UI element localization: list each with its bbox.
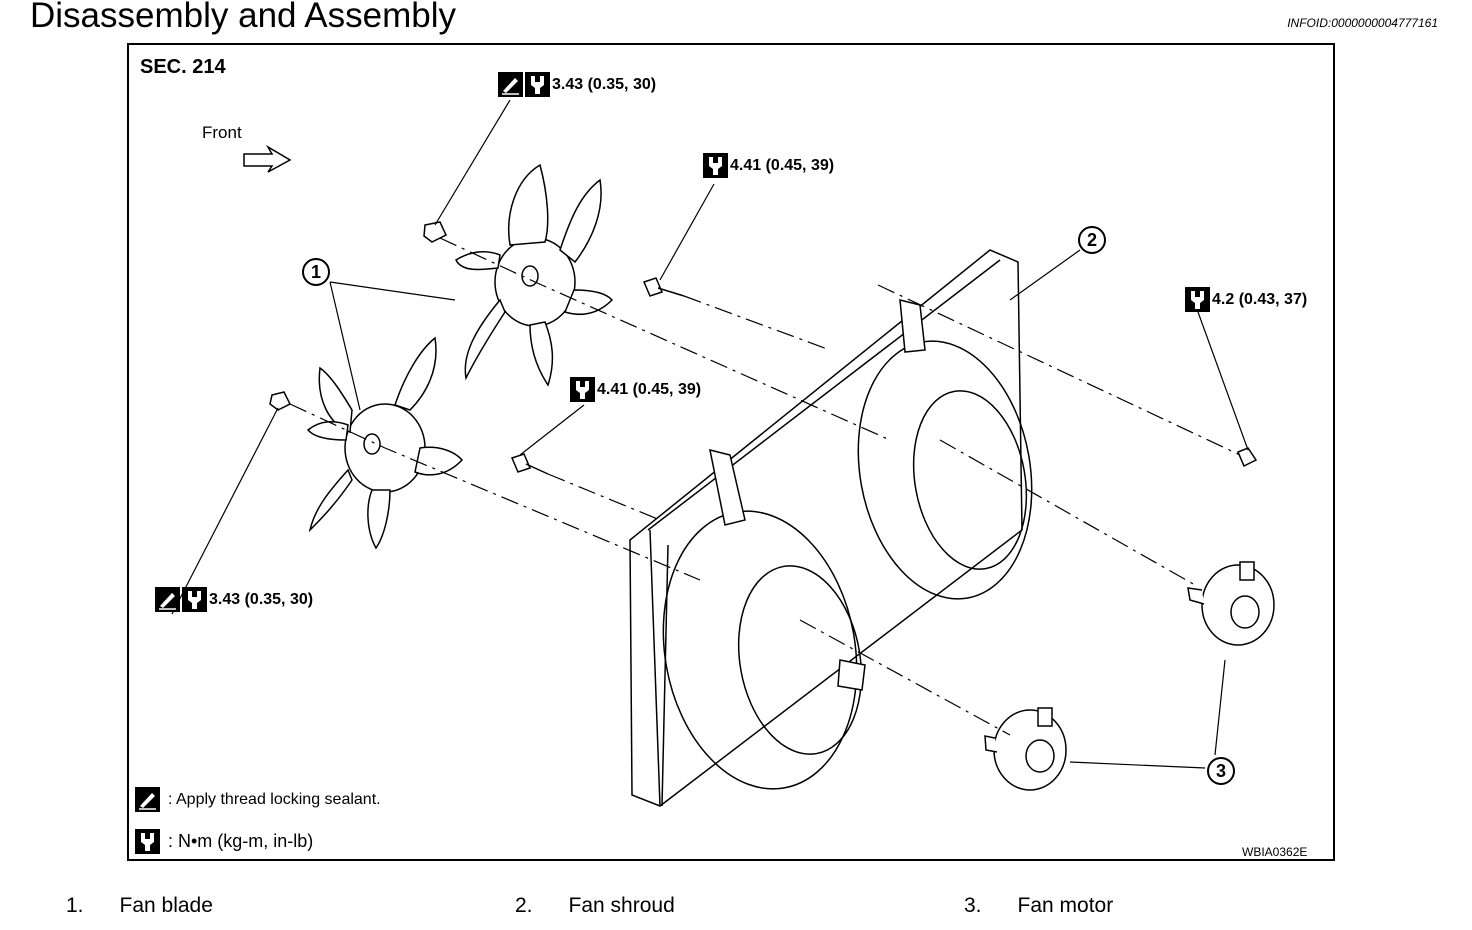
fan-blade-upper <box>455 163 614 387</box>
bolt-upper <box>642 277 685 297</box>
parts-item: 2. Fan shroud <box>515 894 675 918</box>
torque-value: 4.41 (0.45, 39) <box>730 156 835 174</box>
part-number: 2. <box>515 894 533 917</box>
part-number: 3. <box>964 894 982 917</box>
torque-icon <box>135 829 160 854</box>
torque-callout: 4.41 (0.45, 39) <box>703 153 834 178</box>
page-title: Disassembly and Assembly <box>30 0 456 35</box>
legend-sealant: : Apply thread locking sealant. <box>135 787 381 812</box>
fan-blade-lower <box>306 336 464 550</box>
bolt-right <box>1237 447 1258 468</box>
torque-value: 3.43 (0.35, 30) <box>209 590 314 608</box>
callout-1: 1 <box>302 258 330 286</box>
torque-icon <box>1185 287 1210 312</box>
callout-2: 2 <box>1078 226 1106 254</box>
torque-icon <box>525 72 550 97</box>
part-number: 1. <box>66 894 84 917</box>
part-name: Fan blade <box>119 894 213 917</box>
sealant-icon <box>135 787 160 812</box>
torque-callout: 4.2 (0.43, 37) <box>1185 287 1307 312</box>
torque-callout: 4.41 (0.45, 39) <box>570 377 701 402</box>
sealant-icon <box>498 72 523 97</box>
fan-motor-right <box>1187 561 1275 646</box>
parts-item: 3. Fan motor <box>964 894 1113 918</box>
section-label: SEC. 214 <box>140 56 226 78</box>
diagram-frame <box>127 43 1335 861</box>
parts-item: 1. Fan blade <box>66 894 213 918</box>
figure-code: WBIA0362E <box>1242 845 1308 859</box>
legend-torque-text: : N•m (kg-m, in-lb) <box>168 831 314 851</box>
fan-shroud <box>629 249 1033 807</box>
legend-sealant-text: : Apply thread locking sealant. <box>168 790 381 808</box>
sealant-icon <box>155 587 180 612</box>
bolt-middle <box>510 453 549 475</box>
nut-lower <box>269 391 292 411</box>
callout-3: 3 <box>1207 757 1235 785</box>
part-name: Fan motor <box>1017 894 1114 917</box>
torque-value: 4.41 (0.45, 39) <box>597 380 702 398</box>
torque-icon <box>570 377 595 402</box>
torque-value: 3.43 (0.35, 30) <box>552 75 657 93</box>
torque-icon <box>182 587 207 612</box>
torque-callout: 3.43 (0.35, 30) <box>498 72 656 97</box>
part-name: Fan shroud <box>568 894 675 917</box>
legend-torque: : N•m (kg-m, in-lb) <box>135 829 313 854</box>
torque-value: 4.2 (0.43, 37) <box>1212 290 1308 308</box>
front-label: Front <box>202 123 242 142</box>
fan-motor-left <box>984 707 1067 791</box>
torque-icon <box>703 153 728 178</box>
torque-callout: 3.43 (0.35, 30) <box>155 587 313 612</box>
info-id: INFOID:0000000004777161 <box>1287 16 1438 30</box>
nut-upper <box>423 221 447 243</box>
front-arrow-icon <box>243 144 292 173</box>
